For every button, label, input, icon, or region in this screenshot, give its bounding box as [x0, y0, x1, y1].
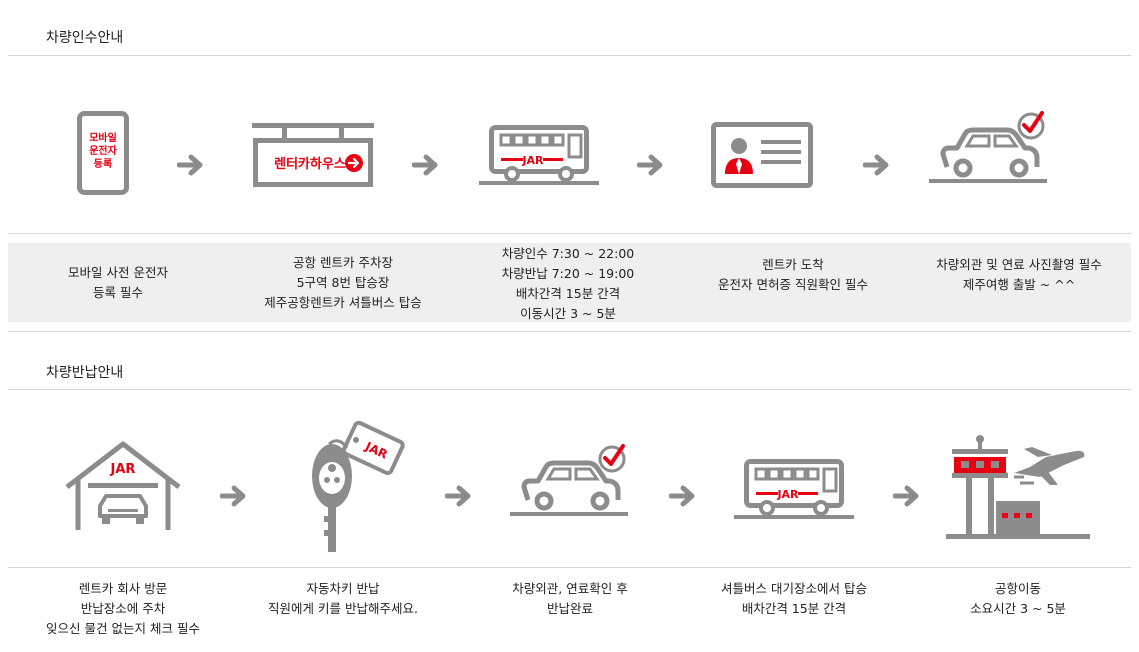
mobile-icon-text-3: 등록: [94, 158, 112, 170]
car-check-icon: [929, 111, 1047, 183]
jar-garage-icon: JAR: [65, 441, 181, 530]
rental-house-sign-icon: 렌터카하우스: [252, 123, 374, 187]
pickup-step-2-caption: 공항 렌트카 주차장 5구역 8번 탑승장 제주공항렌트카 셔틀버스 탑승: [264, 255, 422, 310]
return-section-title: 차량반납안내: [46, 365, 124, 381]
id-card-icon: [711, 122, 813, 188]
bus-jar-text: JAR: [776, 488, 799, 501]
return-step-5-caption: 공항이동 소요시간 3 ~ 5분: [970, 581, 1066, 616]
arrow-right-icon: [637, 154, 663, 176]
arrow-right-icon: [177, 154, 203, 176]
jar-shuttle-bus-icon: JAR: [734, 459, 854, 519]
return-step-3-caption: 차량외관, 연료확인 후 반납완료: [512, 581, 628, 616]
pickup-title-divider: [8, 55, 1131, 56]
return-step-4-caption: 셔틀버스 대기장소에서 탑승 배차간격 15분 간격: [721, 581, 867, 616]
arrow-right-icon: [893, 485, 919, 507]
jar-shuttle-bus-icon: JAR: [479, 125, 599, 185]
return-title-divider: [8, 389, 1131, 390]
pickup-icons-divider: [8, 233, 1131, 234]
pickup-section-title: 차량인수안내: [46, 30, 124, 46]
car-key-tag-icon: JAR: [312, 420, 405, 552]
arrow-right-icon: [412, 154, 438, 176]
pickup-caption-band: [8, 243, 1131, 322]
arrow-right-icon: [220, 485, 246, 507]
pickup-step-5-caption: 차량외관 및 연료 사진촬영 필수 제주여행 출발 ~ ^^: [936, 257, 1102, 292]
airport-tower-plane-icon: [946, 435, 1090, 539]
rental-house-sign-text: 렌터카하우스: [274, 156, 346, 172]
arrow-right-icon: [669, 485, 695, 507]
section-divider: [8, 331, 1131, 332]
arrow-right-icon: [863, 154, 889, 176]
car-check-icon: [510, 444, 628, 516]
mobile-icon-text-1: 모바일: [89, 131, 117, 144]
return-step-2-caption: 자동차키 반납 직원에게 키를 반납해주세요.: [268, 581, 418, 616]
pickup-step-4-caption: 렌트카 도착 운전자 면허증 직원확인 필수: [718, 257, 868, 292]
mobile-icon-text-2: 운전자: [89, 144, 117, 157]
garage-jar-text: JAR: [110, 462, 136, 477]
pickup-step-3-caption: 차량인수 7:30 ~ 22:00 차량반납 7:20 ~ 19:00 배차간격…: [501, 246, 635, 321]
bus-jar-text: JAR: [521, 154, 544, 167]
arrow-right-icon: [445, 485, 471, 507]
return-step-1-caption: 렌트카 회사 방문 반납장소에 주차 잊으신 물건 없는지 체크 필수: [46, 581, 200, 636]
mobile-phone-icon: 모바일 운전자 등록: [77, 111, 129, 195]
return-icons-divider: [8, 567, 1131, 568]
pickup-step-1-caption: 모바일 사전 운전자 등록 필수: [68, 265, 168, 300]
